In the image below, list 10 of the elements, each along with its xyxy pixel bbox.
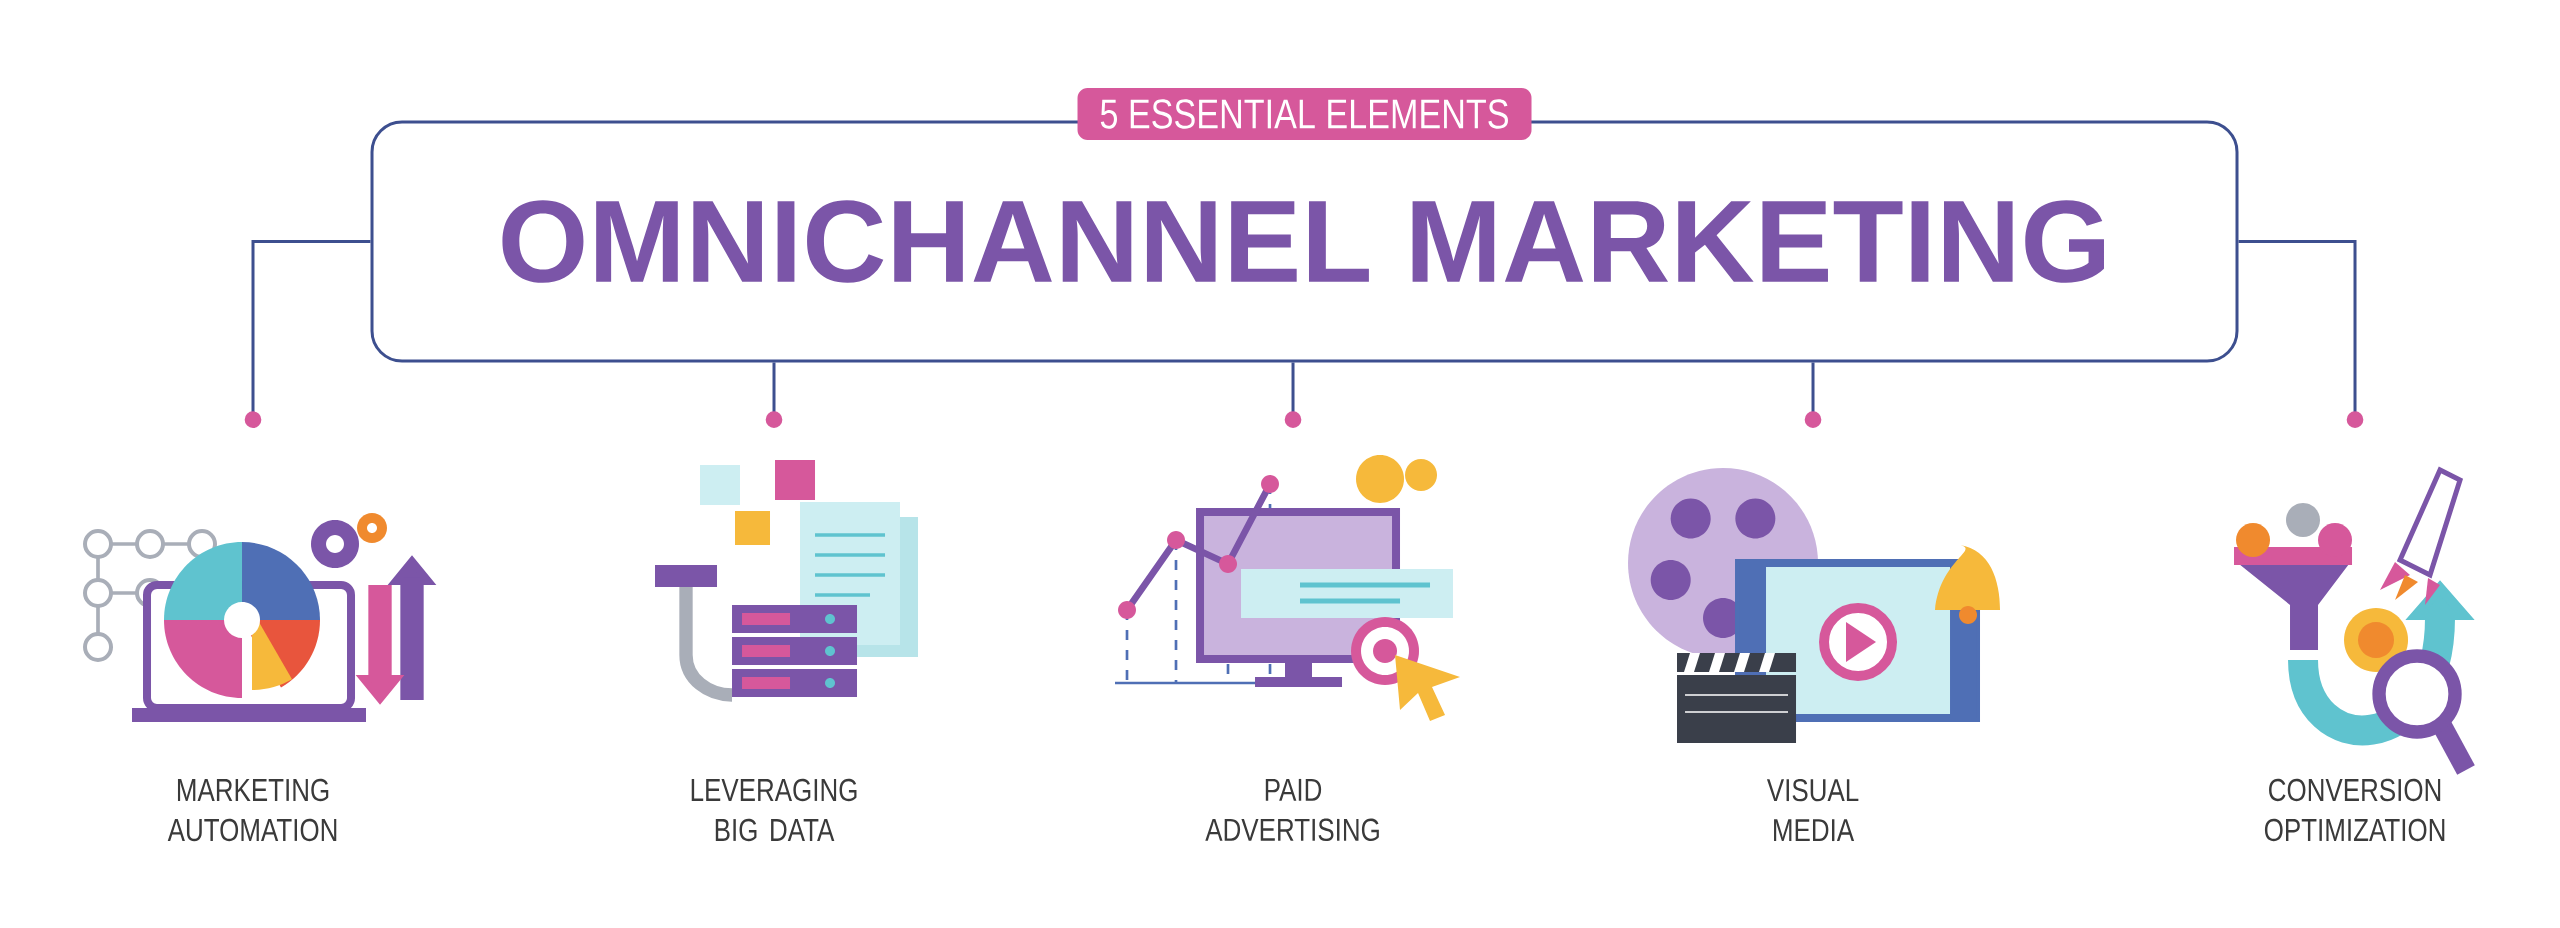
element-label: PAID ADVERTISING — [1205, 778, 1379, 842]
connector-line — [2238, 240, 2364, 428]
connector-line — [244, 240, 371, 428]
connector-line — [765, 362, 783, 428]
connector-line — [1804, 362, 1822, 428]
element-label: VISUAL MEDIA — [1766, 778, 1859, 842]
element-label: LEVERAGING BIG DATA — [691, 778, 857, 842]
connector-line — [1284, 362, 1302, 428]
element-label: MARKETING AUTOMATION — [167, 778, 337, 842]
element-label: CONVERSION OPTIMIZATION — [2264, 778, 2445, 842]
